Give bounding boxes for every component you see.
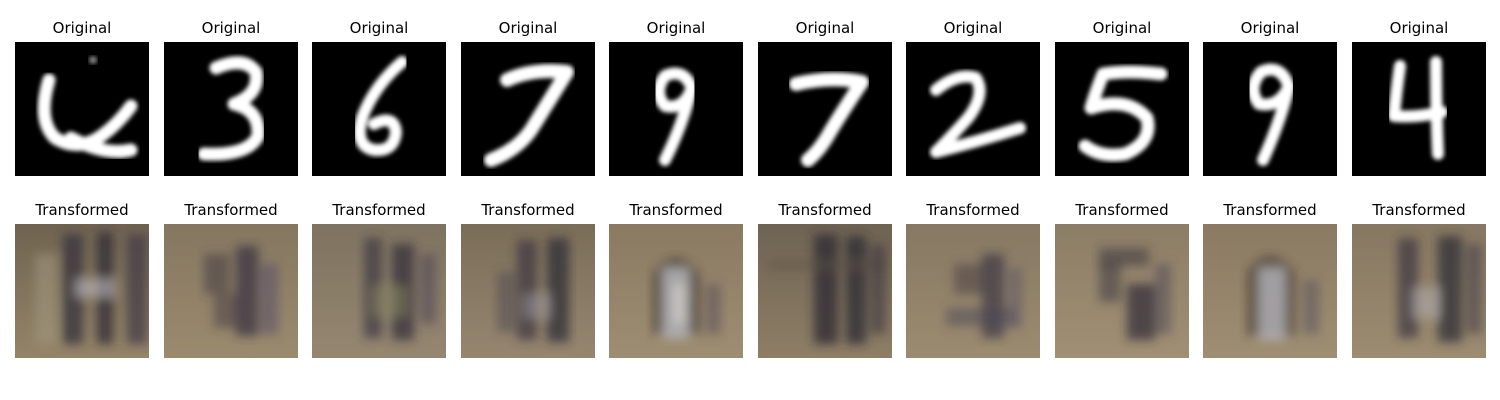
transformed-title: Transformed [332,201,426,219]
original-digit-image [1203,42,1337,176]
transformed-image [906,224,1040,358]
original-title: Original [646,19,706,37]
transformed-image [758,224,892,358]
transformed-title: Transformed [35,201,129,219]
transformed-title: Transformed [1223,201,1317,219]
original-title: Original [1092,19,1152,37]
transformed-title: Transformed [926,201,1020,219]
original-title: Original [795,19,855,37]
original-digit-image [312,42,446,176]
transformed-title: Transformed [1075,201,1169,219]
original-title: Original [1389,19,1449,37]
original-title: Original [52,19,112,37]
transformed-title: Transformed [481,201,575,219]
transformed-title: Transformed [1372,201,1466,219]
original-digit-image [164,42,298,176]
transformed-image [15,224,149,358]
transformed-image [1203,224,1337,358]
transformed-image [1352,224,1486,358]
transformed-image [164,224,298,358]
original-digit-image [906,42,1040,176]
original-digit-image [15,42,149,176]
transformed-image [461,224,595,358]
original-title: Original [201,19,261,37]
original-digit-image [758,42,892,176]
original-title: Original [1240,19,1300,37]
original-digit-image [1055,42,1189,176]
original-digit-image [461,42,595,176]
transformed-image [312,224,446,358]
original-title: Original [943,19,1003,37]
transformed-title: Transformed [184,201,278,219]
original-title: Original [498,19,558,37]
original-digit-image [1352,42,1486,176]
original-digit-image [609,42,743,176]
transformed-image [609,224,743,358]
transformed-image [1055,224,1189,358]
transformed-title: Transformed [629,201,723,219]
original-title: Original [349,19,409,37]
transformed-title: Transformed [778,201,872,219]
